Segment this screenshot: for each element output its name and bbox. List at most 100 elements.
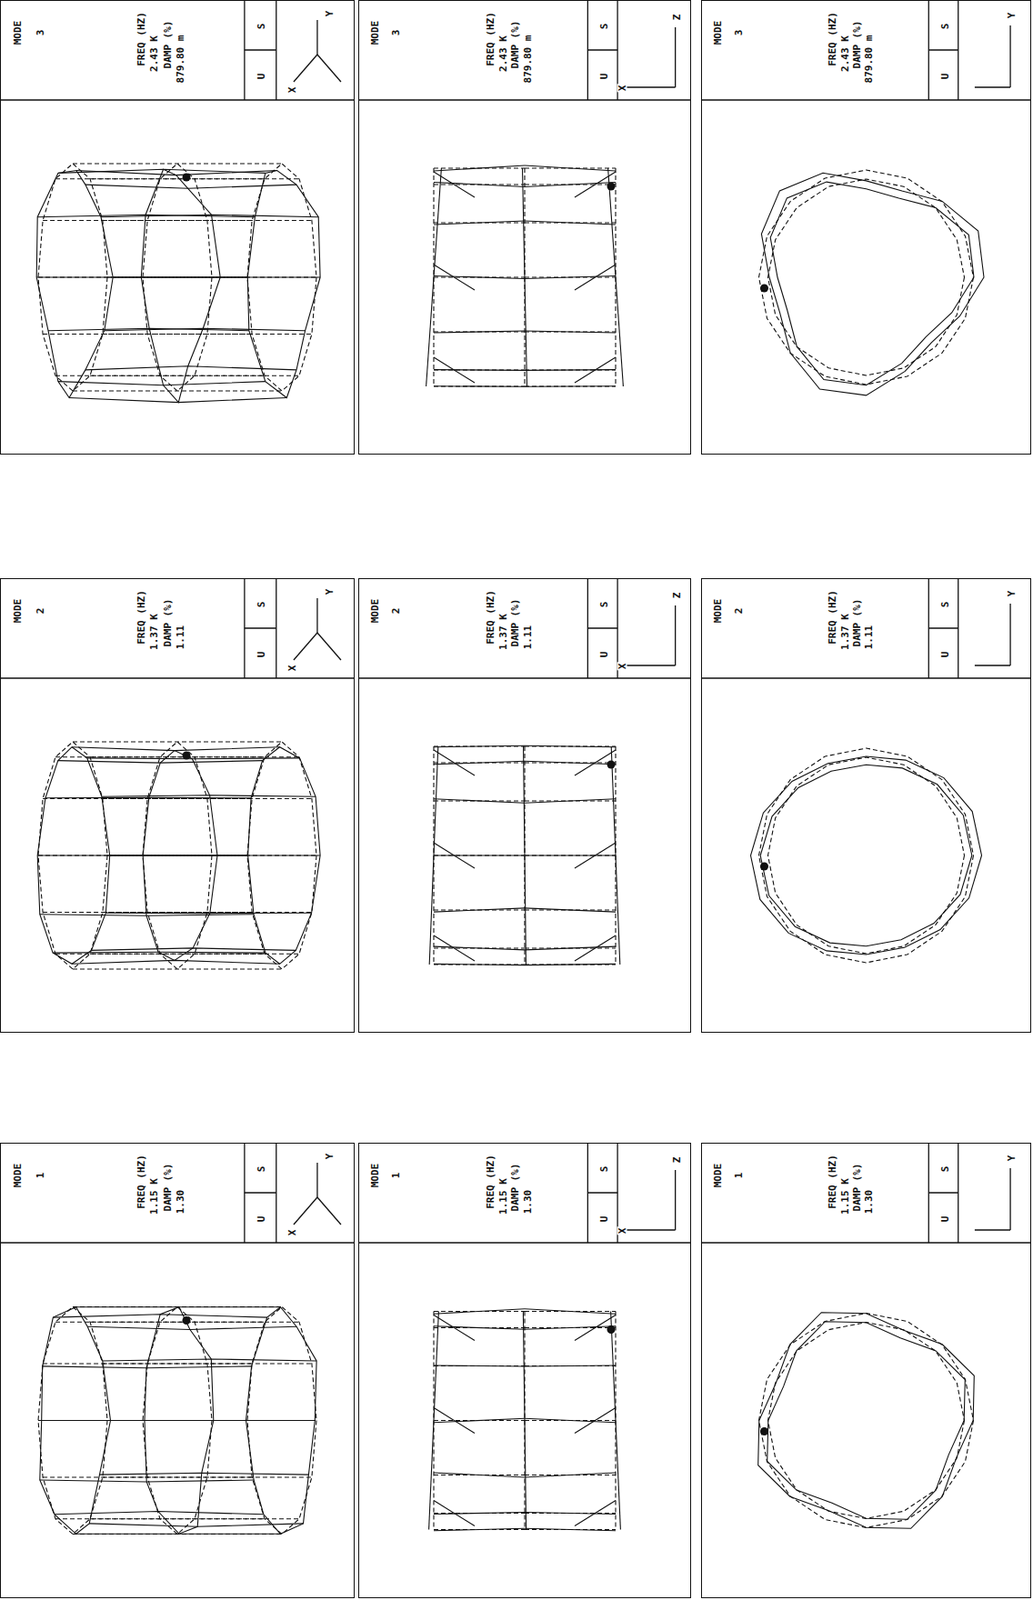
plot-line [433,357,475,383]
plot-line [674,1170,676,1231]
plot-line [761,172,984,396]
header-text: 1.15 K [497,1177,508,1216]
axis-label: Z [671,13,682,22]
plot-line [89,1524,303,1527]
plot-line [768,179,965,376]
header-text: 2.43 K [497,34,508,73]
plot-line [317,1197,341,1225]
reference-point [607,1325,616,1334]
plot-line [524,181,616,187]
header-text: 2 [733,607,744,616]
reference-point [607,761,616,770]
plot-line [524,1513,616,1515]
axis-label: X [616,84,627,93]
header-text: 1 [391,1172,402,1181]
plot-line [433,165,525,171]
plot-line [433,264,475,291]
mode-panel: MODE1FREQ (HZ)1.15 KDAMP (%)1.30USY [701,1143,1032,1599]
plot-line [293,632,318,661]
plot-line [524,276,616,278]
plot-line [433,908,525,913]
plot-line [72,390,282,392]
header-text: 879.80 m [175,34,186,85]
plot-line [524,385,616,387]
plot-line [42,1366,252,1369]
plot-line [433,1473,525,1478]
plot-line [85,366,297,371]
axis-label: Z [671,591,682,601]
plot-line [524,854,616,856]
plot-line [974,664,1011,666]
plot-line [1009,603,1011,666]
unit-flag: U [598,651,609,660]
plot-line [433,799,525,803]
plot-line [358,1242,692,1244]
header-text: FREQ (HZ) [485,589,496,646]
plot-line [41,1420,247,1422]
plot-line [358,677,692,680]
unit-flag: S [598,22,609,31]
plot-line [433,1418,525,1424]
plot-line [102,1359,317,1362]
plot-line [433,1408,475,1435]
plot-line [71,960,281,964]
header-text: MODE [370,598,381,625]
plot-line [433,275,525,279]
reference-point [760,1427,769,1436]
header-text: 1.15 K [149,1177,160,1216]
axis-label: X [287,1229,298,1238]
header-text: MODE [712,20,723,47]
plot-line [72,968,282,970]
axis-label: Y [1006,11,1017,21]
header-text: 3 [35,29,46,38]
plot-line [90,1322,300,1324]
header-text: 1.30 [863,1189,874,1216]
plot-line [76,1306,281,1308]
header-text: DAMP (%) [161,598,172,649]
plot-line [358,99,692,101]
plot-line [433,842,475,869]
plot-line [72,162,282,164]
header-text: 879.80 m [521,34,532,85]
unit-flag: U [256,72,267,81]
plot-line [433,1501,475,1527]
header-text: DAMP (%) [852,20,863,71]
header-text: MODE [12,1163,23,1190]
plot-line [433,935,475,962]
axis-label: Y [324,588,335,597]
plot-line [524,946,616,951]
plot-line [524,275,616,279]
unit-flag: S [256,601,267,610]
plot-line [426,168,442,387]
header-text: FREQ (HZ) [135,1153,146,1211]
header-text: FREQ (HZ) [827,10,838,68]
plot-line [587,627,618,629]
plot-line [760,764,973,946]
plot-line [0,99,355,101]
plot-line [316,20,318,55]
plot-line [40,914,254,917]
plot-line [524,1512,616,1515]
header-text: FREQ (HZ) [135,10,146,68]
unit-flag: S [598,1165,609,1174]
plot-line [574,171,616,198]
mode-panel: MODE2FREQ (HZ)1.37 KDAMP (%)1.11USZX [358,578,692,1033]
header-text: 1.11 [175,624,186,652]
plot-line [429,1312,440,1531]
plot-line [758,1313,975,1530]
header-text: DAMP (%) [510,1163,521,1214]
plot-line [100,1473,310,1475]
header-text: FREQ (HZ) [827,589,838,646]
plot-line [293,54,318,82]
header-text: FREQ (HZ) [135,589,146,646]
plot-line [574,935,616,962]
reference-point [607,182,616,191]
plot-line [0,677,355,680]
plot-line [76,170,278,176]
unit-flag: U [598,72,609,81]
header-text: MODE [370,20,381,47]
plot-line [36,170,113,399]
plot-line [293,1197,318,1225]
plot-line [524,385,616,388]
header-text: DAMP (%) [510,20,521,71]
